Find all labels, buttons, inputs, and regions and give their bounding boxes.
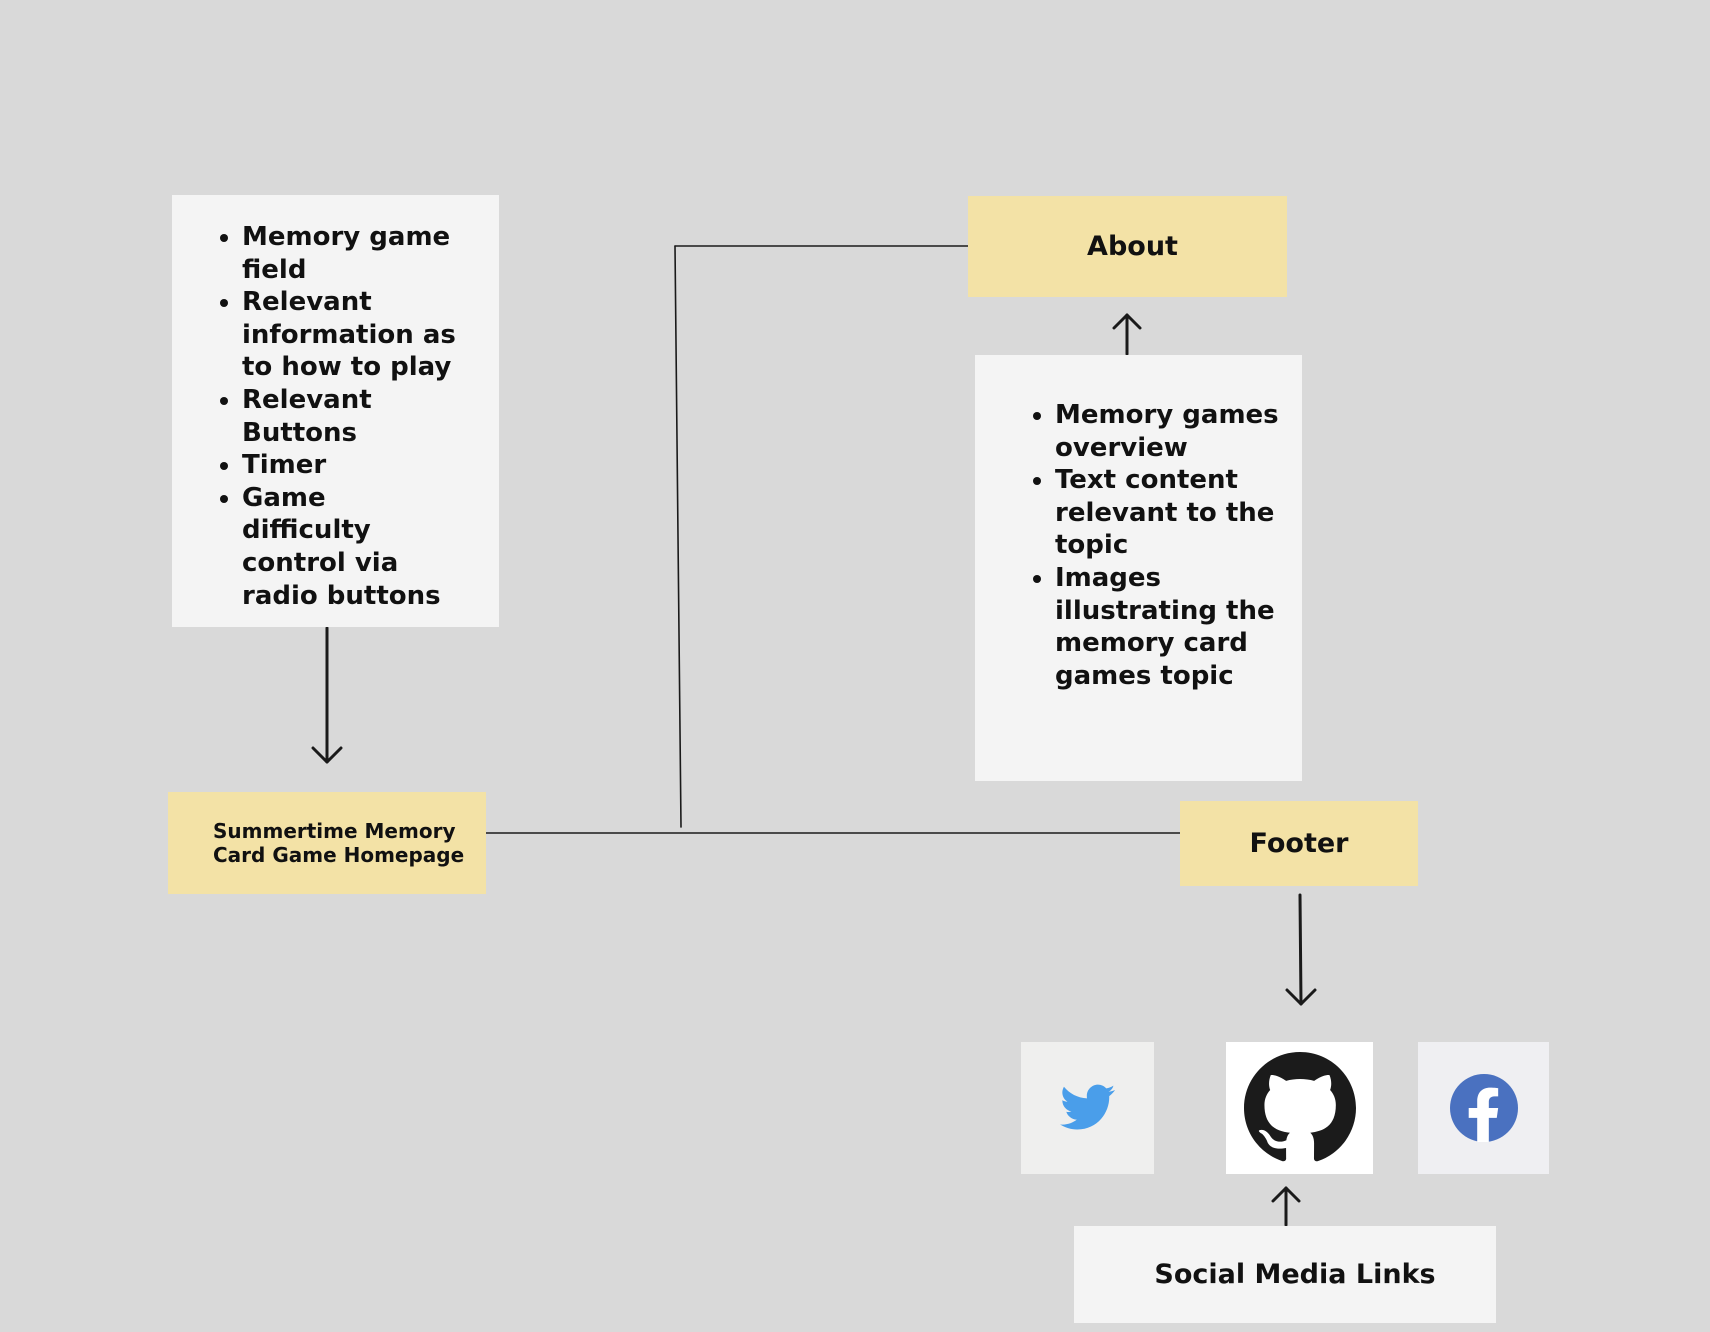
list-item: Memory games overview — [1055, 399, 1282, 464]
about-label: About — [1087, 231, 1178, 262]
twitter-icon — [1059, 1084, 1115, 1130]
list-item: Relevant Buttons — [242, 384, 457, 449]
homepage-label-line2: Card Game Homepage — [213, 843, 465, 867]
footer-node: Footer — [1180, 801, 1418, 886]
footer-label: Footer — [1249, 828, 1349, 859]
list-item: Relevant information as to how to play — [242, 286, 457, 384]
twitter-link[interactable] — [1021, 1042, 1154, 1174]
homepage-features-list: Memory game field Relevant information a… — [172, 195, 499, 612]
arrowhead-features-to-homepage — [311, 746, 343, 764]
homepage-features-box: Memory game field Relevant information a… — [172, 195, 499, 627]
list-item: Text content relevant to the topic — [1055, 464, 1282, 562]
arrowhead-social-to-github — [1271, 1186, 1301, 1203]
social-media-links-node: Social Media Links — [1074, 1226, 1496, 1323]
about-features-list: Memory games overview Text content relev… — [975, 355, 1302, 692]
homepage-label-line1: Summertime Memory — [213, 818, 456, 843]
homepage-node: Summertime Memory Card Game Homepage — [168, 792, 486, 894]
list-item: Images illustrating the memory card game… — [1055, 562, 1282, 692]
line-branch-vertical — [674, 245, 682, 828]
arrowhead-footer-to-icons — [1285, 988, 1317, 1006]
homepage-label: Summertime Memory Card Game Homepage — [213, 819, 464, 868]
about-node: About — [968, 196, 1287, 297]
arrowhead-about-features-to-about — [1112, 313, 1142, 330]
list-item: Timer — [242, 449, 457, 482]
github-icon — [1243, 1052, 1356, 1162]
about-features-box: Memory games overview Text content relev… — [975, 355, 1302, 781]
social-media-links-label: Social Media Links — [1154, 1259, 1436, 1290]
github-link[interactable] — [1226, 1042, 1373, 1174]
list-item: Game difficulty control via radio button… — [242, 482, 457, 612]
arrow-footer-to-icons — [1298, 893, 1303, 1006]
facebook-icon — [1449, 1074, 1518, 1142]
facebook-link[interactable] — [1418, 1042, 1549, 1174]
list-item: Memory game field — [242, 221, 457, 286]
